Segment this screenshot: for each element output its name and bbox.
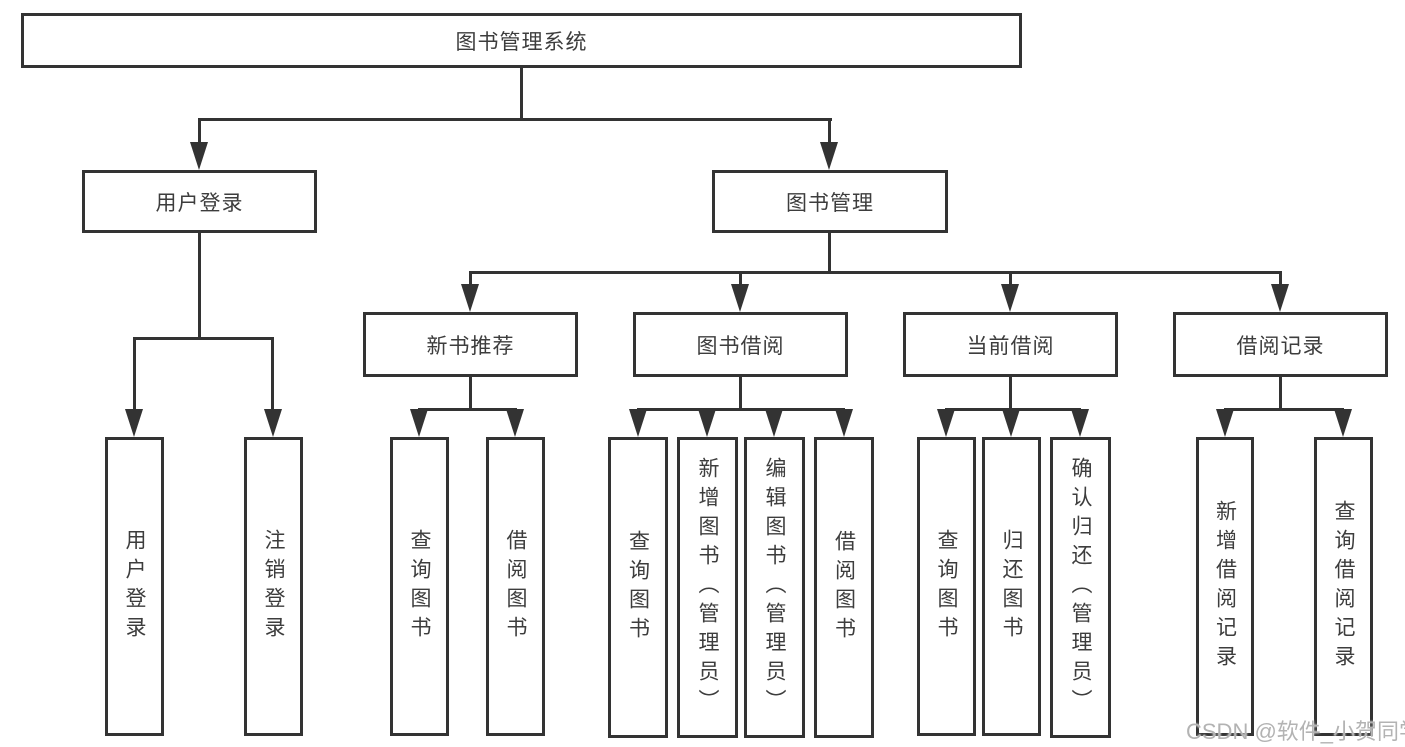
leaf-label: 查询图书 [626,529,650,646]
leaf-add-books-admin: 新增图书（管理员） [677,437,738,738]
leaf-label: 注销登录 [262,528,285,645]
arrow-down-icon [1001,284,1019,312]
connector-level3-stem [469,271,472,287]
connector-level3-branch [469,271,1281,274]
node-label: 图书管理系统 [455,30,588,54]
arrow-down-icon [1071,409,1089,437]
leaf-label: 新增借阅记录 [1213,499,1237,674]
leaf-label: 查询图书 [408,528,431,645]
leaf-borrow-books: 借阅图书 [486,437,545,736]
connector-group-down [469,377,472,410]
arrow-down-icon [125,409,143,437]
leaf-label: 借阅图书 [504,528,527,645]
leaf-label: 确认归还（管理员） [1069,457,1092,718]
arrow-down-icon [506,409,524,437]
node-label: 新书推荐 [426,334,515,358]
csdn-watermark: CSDN @软件_小贺同学 [1186,719,1405,744]
arrow-down-icon [629,409,647,437]
arrow-down-icon [264,409,282,437]
leaf-query-books: 查询图书 [390,437,449,736]
leaf-query-books: 查询图书 [917,437,976,736]
arrow-down-icon [1002,409,1020,437]
connector-book-mgmt-down [828,233,831,273]
leaf-label: 编辑图书（管理员） [763,457,786,718]
arrow-down-icon [937,409,955,437]
leaf-label: 查询图书 [935,528,958,645]
connector-group-branch [1224,408,1344,411]
arrow-down-icon [410,409,428,437]
connector-group-down [1279,377,1282,410]
connector-user-login-branch [133,337,274,340]
arrow-down-icon [461,284,479,312]
node-current-borrowing: 当前借阅 [903,312,1118,377]
node-label: 图书借阅 [696,334,785,358]
leaf-edit-books-admin: 编辑图书（管理员） [744,437,805,738]
arrow-down-icon [1216,409,1234,437]
connector-book-mgmt-stem [828,118,831,146]
node-borrowing-records: 借阅记录 [1173,312,1388,377]
leaf-label: 新增图书（管理员） [696,457,719,718]
node-label: 图书管理 [786,191,874,215]
arrow-down-icon [1334,409,1352,437]
connector-group-branch [637,408,845,411]
connector-group-branch [418,408,517,411]
connector-leaf-stem [271,337,274,413]
leaf-label: 用户登录 [123,528,146,645]
connector-group-down [739,377,742,410]
arrow-down-icon [835,409,853,437]
node-book-management: 图书管理 [712,170,948,233]
connector-root-stem [520,68,523,118]
connector-user-login-stem [198,118,201,146]
arrow-down-icon [820,142,838,170]
leaf-add-borrow-record: 新增借阅记录 [1196,437,1254,736]
arrow-down-icon [1271,284,1289,312]
connector-group-down [1009,377,1012,410]
arrow-down-icon [190,142,208,170]
leaf-return-books: 归还图书 [982,437,1041,736]
leaf-label: 借阅图书 [832,529,856,646]
connector-level3-stem [1009,271,1012,287]
leaf-user-login: 用户登录 [105,437,164,736]
node-library-management-system: 图书管理系统 [21,13,1022,68]
node-label: 当前借阅 [966,334,1055,358]
leaf-label: 查询借阅记录 [1332,499,1355,674]
node-book-borrowing: 图书借阅 [633,312,848,377]
node-label: 借阅记录 [1236,334,1325,358]
leaf-logout: 注销登录 [244,437,303,736]
leaf-query-books: 查询图书 [608,437,668,738]
arrow-down-icon [765,409,783,437]
node-label: 用户登录 [155,191,244,215]
node-user-login: 用户登录 [82,170,317,233]
connector-level3-stem [1279,271,1282,287]
connector-level3-stem [739,271,742,287]
leaf-label: 归还图书 [1000,528,1023,645]
connector-user-login-down [198,233,201,337]
leaf-borrow-books: 借阅图书 [814,437,874,738]
arrow-down-icon [731,284,749,312]
node-new-book-recommend: 新书推荐 [363,312,578,377]
leaf-confirm-return-admin: 确认归还（管理员） [1050,437,1111,738]
connector-leaf-stem [133,337,136,413]
connector-level2-branch [199,118,832,121]
leaf-query-borrow-record: 查询借阅记录 [1314,437,1373,736]
arrow-down-icon [698,409,716,437]
